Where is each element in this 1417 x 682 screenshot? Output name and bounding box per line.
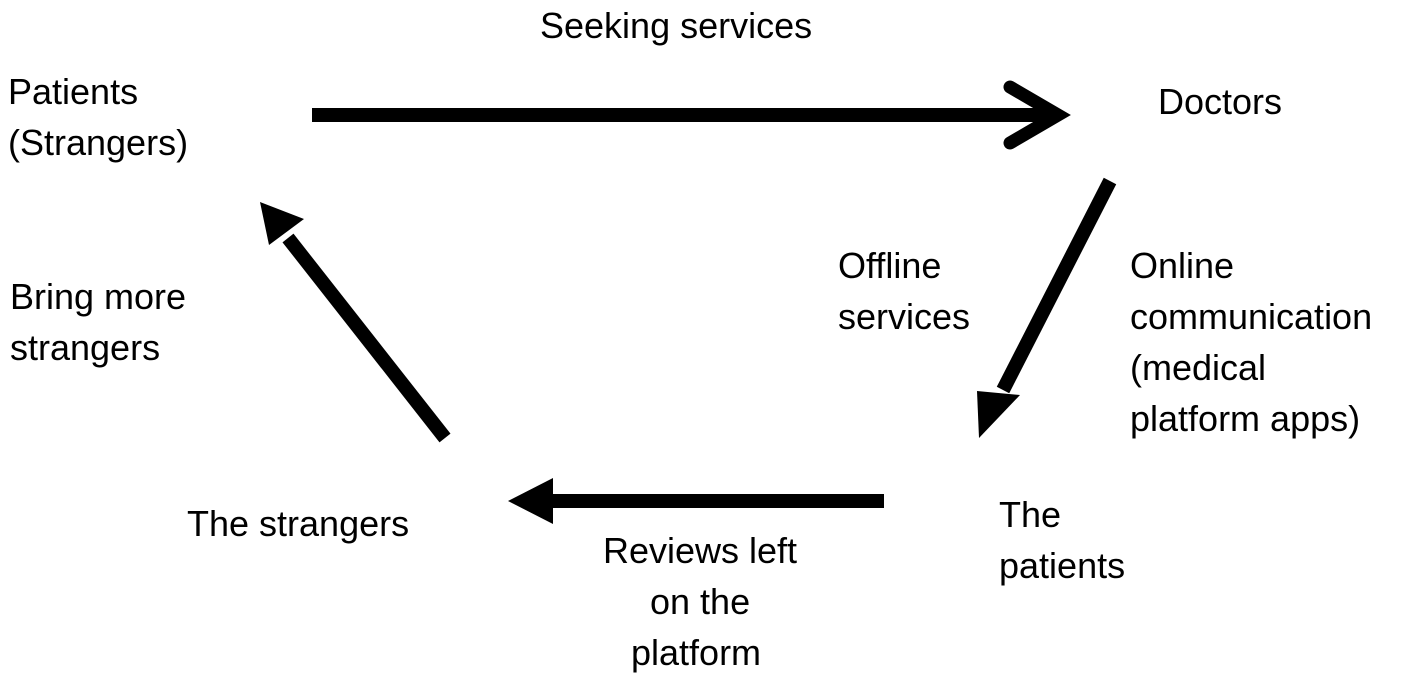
edge-label-reviews-left-line-1: Reviews left [603,530,798,571]
node-patients-strangers-line-2: (Strangers) [8,122,189,163]
node-patients-strangers-line-1: Patients [8,71,139,112]
edge-label-reviews-left-line-3: platform [631,632,762,673]
edge-label-online-communication-line-1: Online [1130,245,1235,286]
edge-label-bring-more-strangers-line-1: Bring more [10,276,187,317]
node-the-patients-line-2: patients [999,545,1126,586]
arrow-bring-more-head [260,202,304,245]
arrow-bring-more [282,233,451,443]
node-doctors-line-1: Doctors [1158,81,1283,122]
arrow-reviews-head [508,478,553,524]
edge-label-online-communication-line-4: platform apps) [1130,398,1361,439]
edge-label-online-communication-line-2: communication [1130,296,1373,337]
node-the-patients-line-1: The [999,494,1062,535]
edge-label-online-communication-line-3: (medical [1130,347,1267,388]
edge-label-reviews-left: Reviews left on the platform [603,525,797,678]
node-the-patients: The patients [999,489,1125,591]
edge-label-offline-services-line-1: Offline [838,245,942,286]
node-the-strangers-line-1: The strangers [187,503,410,544]
edge-label-seeking-services: Seeking services [540,0,812,51]
arrow-doctors-to-patients-head [977,391,1020,438]
edge-label-bring-more-strangers: Bring more strangers [10,271,186,373]
edge-label-seeking-services-line-1: Seeking services [540,5,813,46]
edge-label-offline-services-line-2: services [838,296,971,337]
arrow-seeking-services-head [1003,80,1071,150]
edge-label-offline-services: Offline services [838,240,970,342]
node-the-strangers: The strangers [187,498,409,549]
edge-label-online-communication: Online communication (medical platform a… [1130,240,1372,444]
edge-label-reviews-left-line-2: on the [650,581,751,622]
node-patients-strangers: Patients (Strangers) [8,66,188,168]
edge-label-bring-more-strangers-line-2: strangers [10,327,161,368]
node-doctors: Doctors [1158,76,1282,127]
arrow-doctors-to-patients [996,177,1117,394]
